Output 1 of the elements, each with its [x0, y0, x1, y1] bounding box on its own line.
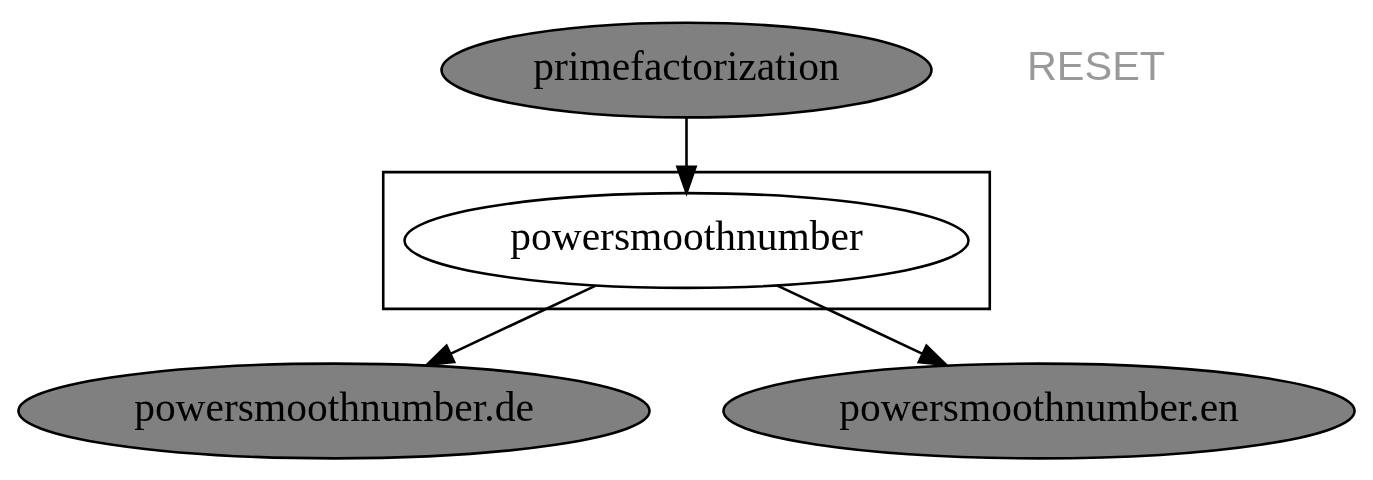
label: RESET — [1026, 41, 1166, 89]
